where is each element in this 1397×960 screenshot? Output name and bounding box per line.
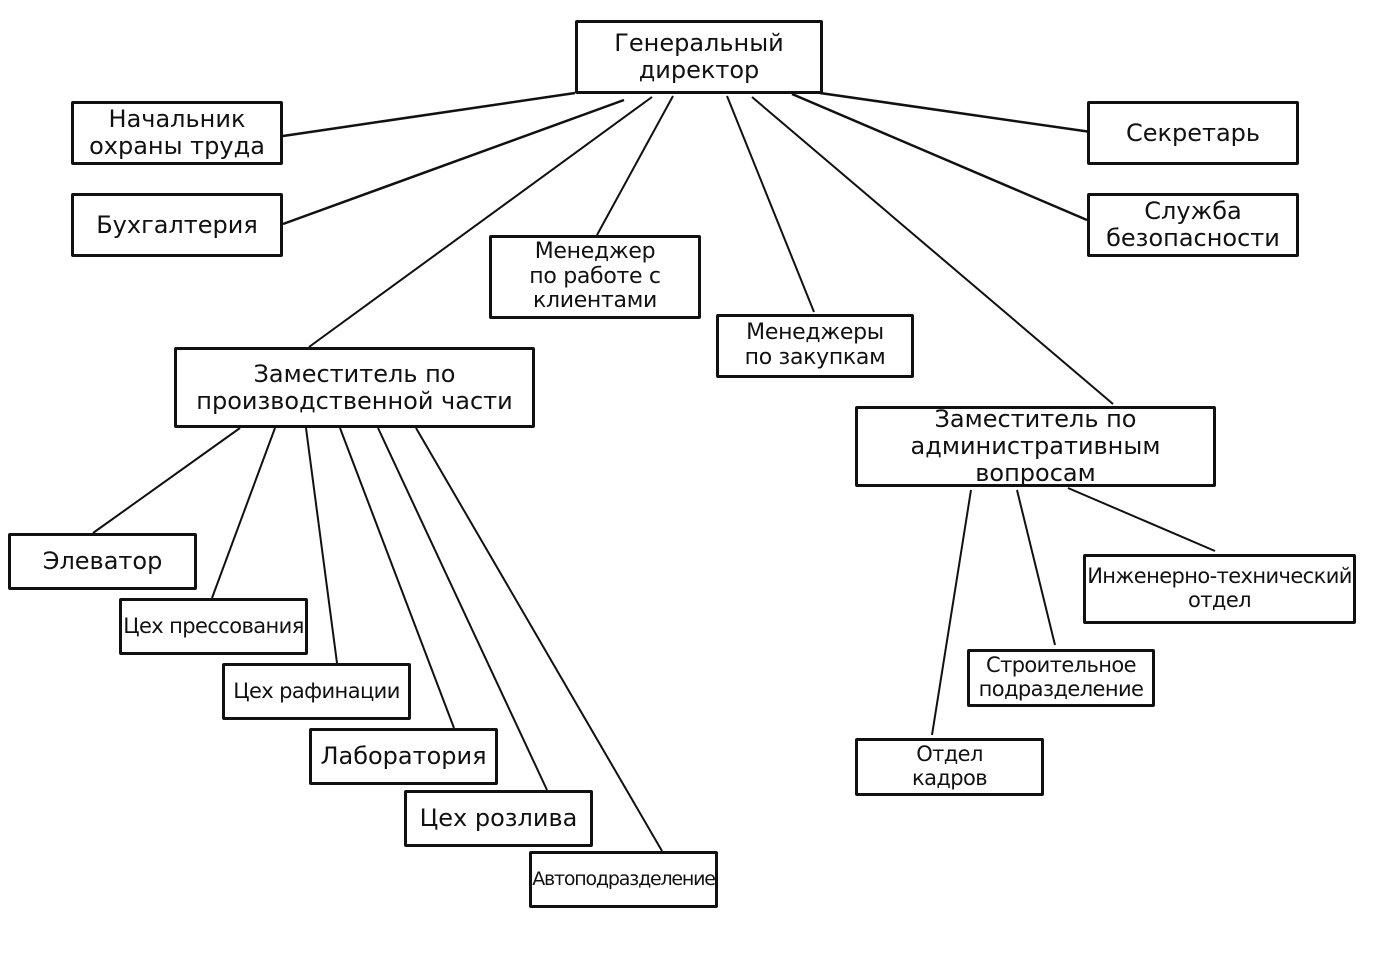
node-purchasing-managers: Менеджеры по закупкам — [716, 314, 914, 378]
connector-zam_proizv-to-elevator — [92, 427, 241, 534]
node-accounting: Бухгалтерия — [71, 193, 283, 257]
node-secretary: Секретарь — [1087, 101, 1299, 165]
node-labor-safety-head: Начальник охраны труда — [71, 101, 283, 165]
node-security-service: Служба безопасности — [1087, 193, 1299, 257]
connector-gd-to-zam_admin — [751, 96, 1114, 405]
node-pressing-shop: Цех прессования — [119, 598, 308, 655]
node-deputy-administrative: Заместитель по административным вопросам — [855, 406, 1216, 487]
node-construction-division: Строительное подразделение — [967, 649, 1155, 707]
node-laboratory: Лаборатория — [309, 728, 498, 785]
connector-zam_admin-to-stroit — [1016, 489, 1056, 646]
connector-zam_proizv-to-laboratoriya — [339, 427, 455, 729]
node-bottling-shop: Цех розлива — [404, 790, 593, 847]
connector-gd-to-buhgalteriya — [282, 98, 625, 226]
node-client-manager: Менеджер по работе с клиентами — [489, 235, 701, 319]
node-motor-division: Автоподразделение — [529, 851, 718, 908]
connector-zam_proizv-to-ceh_press — [211, 427, 276, 599]
node-engineering-department: Инженерно-технический отдел — [1083, 554, 1356, 624]
connector-zam_proizv-to-avtopodrazd — [415, 427, 663, 852]
node-elevator: Элеватор — [8, 533, 197, 590]
connector-zam_proizv-to-ceh_rozliva — [377, 427, 548, 791]
node-deputy-production: Заместитель по производственной части — [174, 347, 535, 428]
connector-gd-to-sluzhba_bez — [791, 92, 1088, 222]
node-general-director: Генеральный директор — [575, 20, 823, 94]
connector-gd-to-nachalnik_ohrany — [282, 91, 576, 138]
connector-gd-to-sekretar — [819, 91, 1092, 134]
node-hr-department: Отдел кадров — [855, 738, 1044, 796]
connector-zam_proizv-to-ceh_rafin — [305, 427, 338, 664]
connector-zam_admin-to-otdel_kadrov — [931, 489, 972, 736]
connector-gd-to-menedzhery_zakup — [726, 95, 815, 313]
node-refining-shop: Цех рафинации — [222, 663, 411, 720]
connector-gd-to-menedzher_klient — [596, 95, 674, 236]
connector-zam_admin-to-inzh_tehn — [1067, 487, 1216, 552]
connector-gd-to-zam_proizv — [308, 96, 653, 348]
